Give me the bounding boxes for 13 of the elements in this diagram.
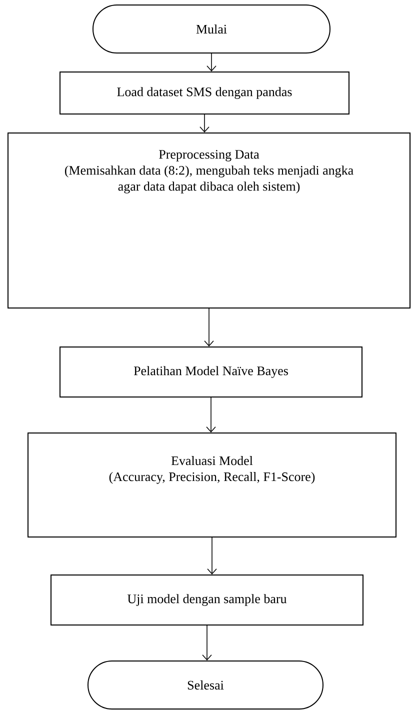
arrow bbox=[202, 625, 212, 660]
process-box: Load dataset SMS dengan pandas bbox=[60, 72, 350, 114]
process-box: Evaluasi Model (Accuracy, Precision, Recall, F1-Score) bbox=[28, 432, 396, 538]
arrow bbox=[204, 308, 214, 346]
process-box: Uji model dengan sample baru bbox=[50, 574, 364, 626]
arrow bbox=[207, 537, 217, 574]
terminal-box: Mulai bbox=[92, 4, 330, 54]
terminal-box: Selesai bbox=[88, 660, 324, 710]
arrow bbox=[200, 114, 210, 132]
arrow bbox=[206, 53, 216, 72]
process-box: Pelatihan Model Naïve Bayes bbox=[60, 346, 362, 398]
arrow bbox=[206, 397, 216, 432]
process-box: Preprocessing Data (Memisahkan data (8:2), mengubah teks menjadi angka agar data dapat dibaca oleh sistem) bbox=[8, 132, 410, 308]
